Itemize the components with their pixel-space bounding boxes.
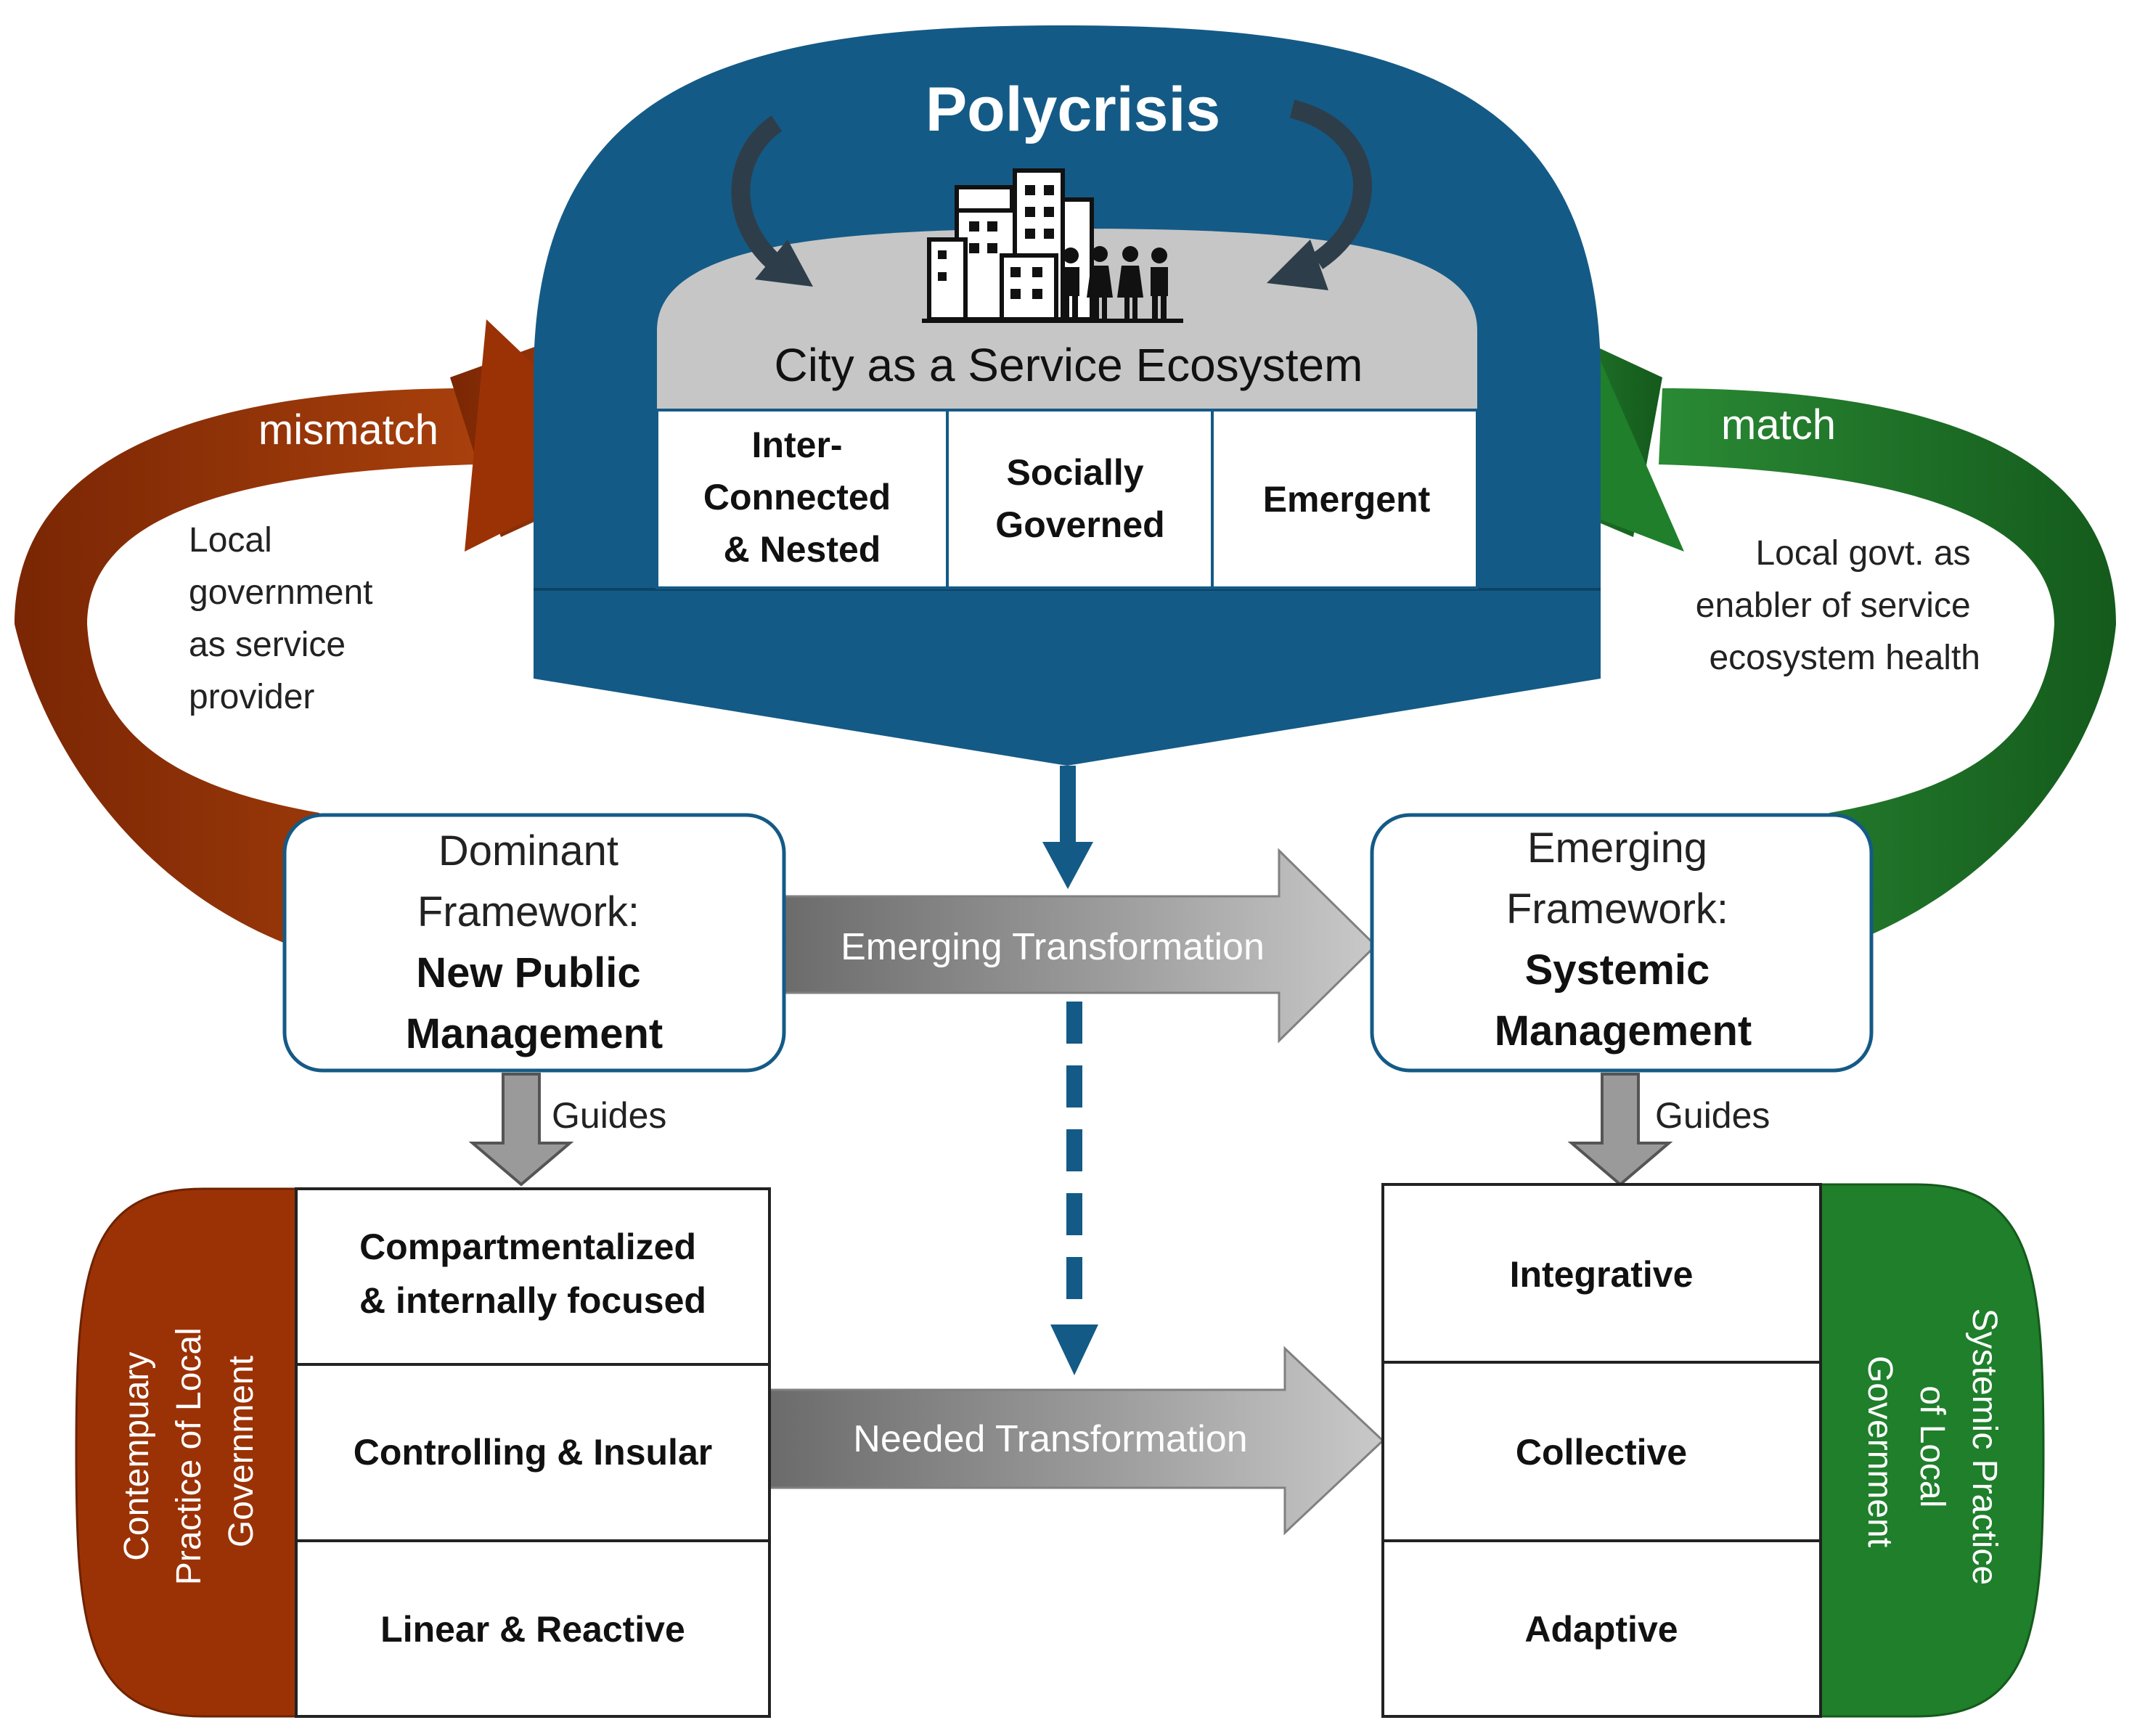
trait-interconnected-line: Connected — [703, 477, 891, 517]
trait-socially-governed: Socially Governed — [995, 452, 1164, 545]
contemporary-row: Compartmentalized & internally focused — [359, 1227, 706, 1321]
emerging-transformation-arrow — [779, 848, 1378, 1044]
guides-left-label: Guides — [552, 1095, 666, 1136]
dominant-framework-bold-line: New Public — [416, 949, 640, 996]
emerging-framework-line: Emerging — [1527, 824, 1707, 872]
contemporary-label-line: Practice of Local — [170, 1327, 208, 1585]
systemic-label-panel — [1819, 1183, 2045, 1718]
right-cycle-arrow — [1267, 99, 1372, 290]
polycrisis-down-arrow — [1042, 766, 1093, 889]
emerging-framework-bold-line: Systemic — [1525, 946, 1710, 994]
contemporary-row: Controlling & Insular — [354, 1432, 712, 1473]
emerging-framework-box — [1370, 813, 1874, 1073]
systemic-row: Integrative — [1510, 1254, 1694, 1295]
contemporary-label-line: Contempuary — [118, 1352, 156, 1561]
trait-interconnected-line: Inter- — [752, 425, 843, 465]
needed-transformation-label: Needed Transformation — [853, 1418, 1247, 1460]
contemporary-row: Linear & Reactive — [380, 1609, 685, 1650]
emerging-transformation-label: Emerging Transformation — [841, 926, 1265, 968]
systemic-label-line: Systemic Practice — [1965, 1309, 2004, 1585]
match-label: match — [1721, 401, 1836, 449]
trait-socially-governed-line: Governed — [995, 504, 1164, 545]
match-note: Local govt. as enabler of service ecosys… — [1696, 534, 1980, 677]
systemic-label-line: Government — [1861, 1356, 1899, 1547]
systemic-table — [1381, 1183, 1822, 1718]
systemic-row-line: Integrative — [1510, 1254, 1694, 1295]
contemporary-label-line: Government — [222, 1356, 261, 1547]
systemic-label: Systemic Practice of Local Government — [1861, 1309, 2004, 1595]
contemporary-row-line: Compartmentalized — [359, 1227, 696, 1267]
left-cycle-arrow — [731, 115, 813, 287]
mismatch-note-line: as service — [189, 626, 346, 664]
match-note-line: enabler of service — [1696, 586, 1971, 625]
contemporary-table — [295, 1187, 771, 1718]
needed-transformation-arrow — [768, 1346, 1385, 1536]
guides-right-arrow — [1567, 1073, 1673, 1187]
systemic-row: Collective — [1516, 1432, 1687, 1473]
dominant-framework-box — [282, 813, 786, 1073]
match-note-line: Local govt. as — [1755, 534, 1970, 573]
trait-emergent: Emergent — [1263, 479, 1431, 520]
emerging-framework-text: Emerging Framework: Systemic Management — [1495, 824, 1752, 1055]
mismatch-note-line: Local — [189, 521, 272, 560]
systemic-label-line: of Local — [1913, 1385, 1951, 1507]
emerging-framework-bold-line: Management — [1495, 1007, 1752, 1055]
mismatch-note: Local government as service provider — [189, 521, 383, 716]
systemic-row-line: Collective — [1516, 1432, 1687, 1473]
building-windows — [938, 185, 1054, 299]
polycrisis-title: Polycrisis — [926, 75, 1220, 144]
emerging-framework-line: Framework: — [1506, 885, 1728, 933]
contemporary-label-panel — [75, 1187, 298, 1718]
people-figures — [1062, 246, 1168, 321]
contemporary-row-line: Linear & Reactive — [380, 1609, 685, 1650]
match-note-line: ecosystem health — [1709, 639, 1980, 677]
guides-right-label: Guides — [1655, 1095, 1770, 1136]
contemporary-label: Contempuary Practice of Local Government — [118, 1318, 261, 1585]
trait-socially-governed-line: Socially — [1007, 452, 1144, 493]
trait-boxes — [655, 409, 1479, 589]
trait-emergent-line: Emergent — [1263, 479, 1431, 520]
contemporary-row-line: Controlling & Insular — [354, 1432, 712, 1473]
dominant-framework-line: Framework: — [417, 888, 640, 935]
needed-dashed-arrow — [1050, 1002, 1098, 1375]
systemic-row: Adaptive — [1524, 1609, 1678, 1650]
guides-left-arrow — [468, 1073, 574, 1187]
trait-interconnected: Inter- Connected & Nested — [703, 425, 901, 570]
mismatch-note-line: government — [189, 573, 372, 612]
dominant-framework-text: Dominant Framework: New Public Managemen… — [406, 827, 663, 1057]
dominant-framework-bold-line: Management — [406, 1010, 663, 1057]
systemic-row-line: Adaptive — [1524, 1609, 1678, 1650]
contemporary-row-line: & internally focused — [359, 1280, 706, 1321]
ecosystem-title: City as a Service Ecosystem — [775, 339, 1363, 391]
trait-interconnected-line: & Nested — [724, 529, 881, 570]
mismatch-note-line: provider — [189, 678, 314, 716]
city-people-icon — [922, 168, 1183, 323]
dominant-framework-line: Dominant — [438, 827, 618, 875]
mismatch-label: mismatch — [258, 406, 438, 454]
